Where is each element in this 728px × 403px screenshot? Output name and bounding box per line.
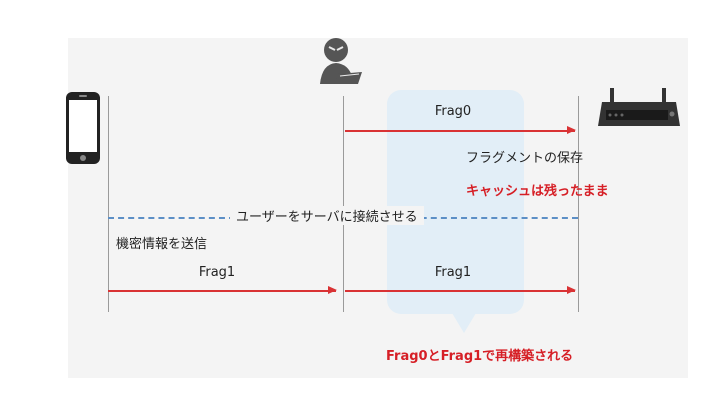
hacker-icon [314, 36, 366, 92]
frag1-right-label: Frag1 [434, 265, 472, 280]
store-fragment-label: フラグメントの保存 [466, 151, 584, 166]
reconstructed-label: Frag0とFrag1で再構築される [386, 349, 574, 364]
send-secret-label: 機密情報を送信 [116, 237, 208, 252]
frag1-left-label: Frag1 [198, 265, 236, 280]
frag1-right-arrow [345, 287, 576, 293]
client-lifeline [108, 96, 109, 312]
frag0-label: Frag0 [434, 104, 472, 119]
smartphone-icon [66, 92, 100, 168]
frag1-left-arrow [108, 287, 337, 293]
speech-bubble-tail [452, 313, 476, 333]
router-icon [596, 88, 682, 136]
attacker-lifeline [343, 96, 344, 312]
connect-user-label: ユーザーをサーバに接続させる [230, 206, 424, 225]
speech-bubble [387, 90, 524, 314]
cache-remains-label: キャッシュは残ったまま [466, 184, 609, 199]
frag0-arrow [345, 127, 576, 133]
server-lifeline [578, 96, 579, 312]
